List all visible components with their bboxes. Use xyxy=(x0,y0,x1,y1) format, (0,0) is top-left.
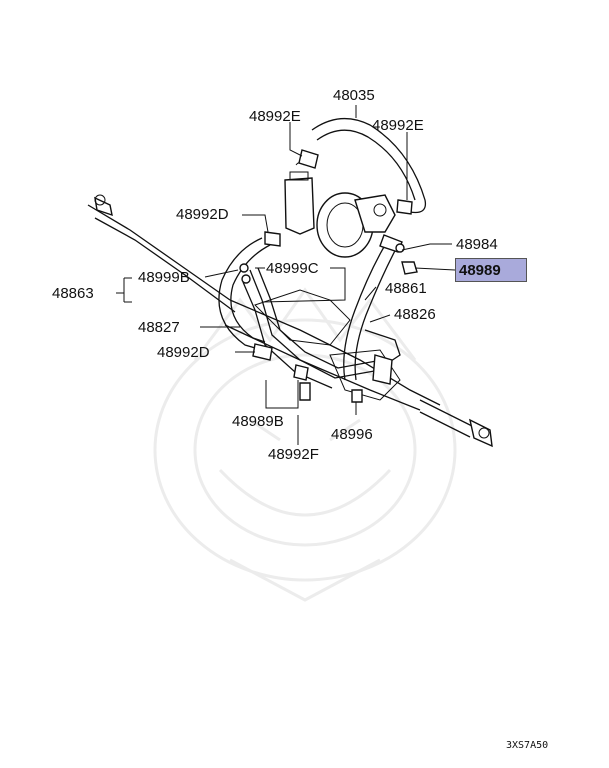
label-48863[interactable]: 48863 xyxy=(52,285,94,302)
highlighted-part-label[interactable]: 48989 xyxy=(455,258,527,282)
label-48861[interactable]: 48861 xyxy=(385,280,427,297)
label-48827[interactable]: 48827 xyxy=(138,319,180,336)
label-48035[interactable]: 48035 xyxy=(333,87,375,104)
label-48996[interactable]: 48996 xyxy=(331,426,373,443)
label-48992e-right[interactable]: 48992E xyxy=(372,117,424,134)
label-48826[interactable]: 48826 xyxy=(394,306,436,323)
leader-lines xyxy=(116,105,456,445)
hose-48827 xyxy=(218,237,271,351)
power-steering-pump xyxy=(316,192,396,258)
label-48992f[interactable]: 48992F xyxy=(268,446,319,463)
watermark-emblem xyxy=(153,287,457,602)
label-48999b[interactable]: 48999B xyxy=(138,269,190,286)
label-48999c[interactable]: 48999C xyxy=(266,260,319,277)
label-48989b[interactable]: 48989B xyxy=(232,413,284,430)
highlighted-part-number: 48989 xyxy=(459,262,501,279)
diagram-code: 3XS7A50 xyxy=(506,740,549,751)
steering-rack xyxy=(87,194,493,448)
label-48992d-bottom[interactable]: 48992D xyxy=(157,344,210,361)
suction-hose xyxy=(298,117,427,215)
label-48984[interactable]: 48984 xyxy=(456,236,498,253)
label-48992e-left[interactable]: 48992E xyxy=(249,108,301,125)
label-48992d-top[interactable]: 48992D xyxy=(176,206,229,223)
reservoir-tank xyxy=(284,162,315,235)
return-tubes xyxy=(242,267,401,389)
